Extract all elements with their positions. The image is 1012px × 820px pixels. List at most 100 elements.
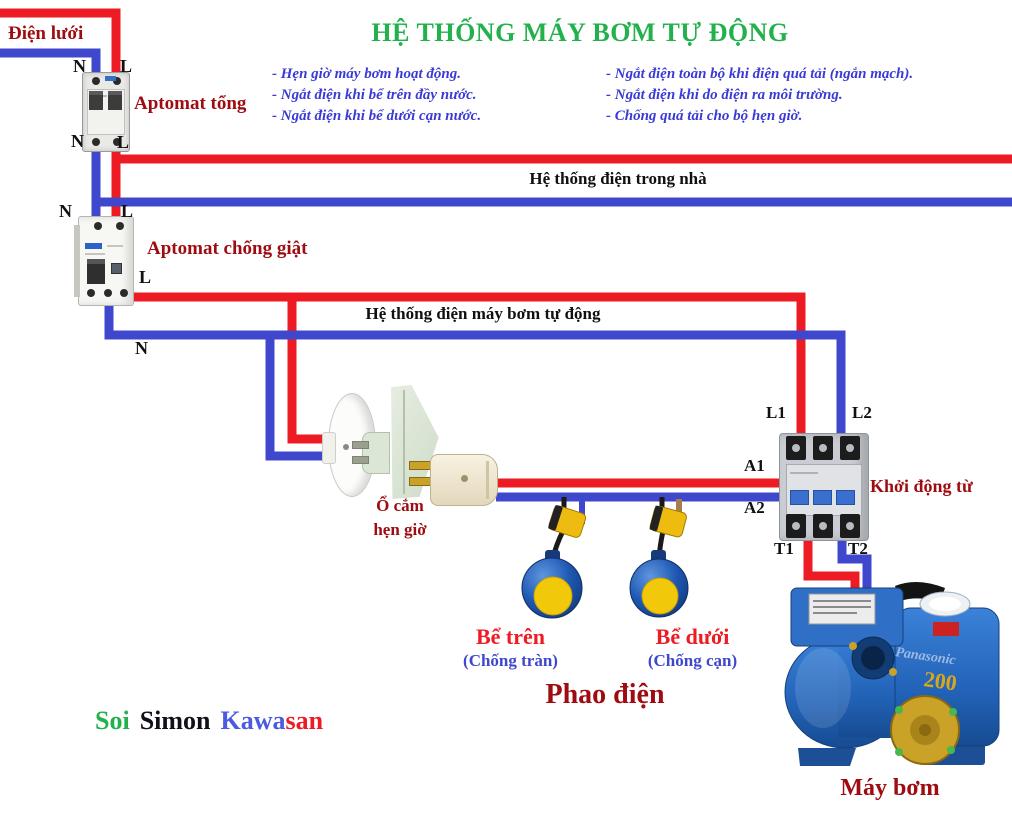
rcd-screw <box>116 222 124 230</box>
rcd-screw <box>120 289 128 297</box>
grid-power-label: Điện lưới <box>8 23 84 44</box>
wire-live-incoming <box>0 8 121 240</box>
rcd-toggle <box>87 259 105 284</box>
house-line-label: Hệ thống điện trong nhà <box>529 169 707 188</box>
contactor-terminal <box>840 436 860 460</box>
lower-tank-label: Bể dưới <box>655 624 730 649</box>
mcb-toggle-left <box>89 91 103 110</box>
contactor-device <box>779 433 869 541</box>
note-left-1: - Hẹn giờ máy bơm hoạt động. <box>272 66 462 82</box>
pump-highlight <box>795 648 851 728</box>
contactor-terminal <box>840 514 860 538</box>
note-left-2: - Ngắt điện khi bể trên đầy nước. <box>272 87 477 103</box>
terminal-t1-label: T1 <box>774 539 794 558</box>
sticker-line <box>813 606 871 608</box>
timer-plug-nose <box>362 432 390 474</box>
rcd-label-line <box>85 253 105 255</box>
rcd-breaker-device <box>74 216 134 306</box>
pump-foot-left <box>798 748 856 766</box>
float-switch-upper <box>521 505 587 619</box>
main-breaker-device <box>82 72 130 152</box>
pump-model-text: 200 <box>922 666 958 695</box>
signature-part-2: Simon <box>139 706 211 735</box>
contactor-button <box>813 490 832 505</box>
contactor-terminal <box>813 514 833 538</box>
rcd-label-line <box>107 245 123 247</box>
wire-neutral-group <box>0 48 1012 610</box>
pump-line-label: Hệ thống điện máy bơm tự động <box>365 304 601 323</box>
wire-neutral-pump-line <box>104 278 846 452</box>
mcb-brand-strip <box>105 76 116 81</box>
mcb-screw <box>113 77 121 85</box>
mcb-screw <box>113 138 121 146</box>
wire-live-timer-branch <box>287 297 336 444</box>
wire-neutral-incoming <box>0 48 101 240</box>
terminal-l-label: L <box>139 267 152 287</box>
rcd-brand-strip <box>85 243 102 249</box>
pump-red-sticker <box>933 622 959 636</box>
mcb-screw <box>92 138 100 146</box>
contactor-label-line <box>790 472 818 474</box>
terminal-a2-label: A2 <box>744 498 765 517</box>
pump-device: Panasonic 200 <box>783 580 1012 770</box>
note-right-2: - Ngắt điện khi do điện ra môi trường. <box>606 87 843 103</box>
mcb-screw <box>92 77 100 85</box>
timer-prong <box>352 456 369 464</box>
note-right-3: - Chống quá tải cho bộ hẹn giờ. <box>606 108 803 124</box>
timer-seam <box>403 389 406 495</box>
contactor-button <box>836 490 855 505</box>
rcd-screw <box>94 222 102 230</box>
note-left-3: - Ngắt điện khi bể dưới cạn nước. <box>272 108 482 124</box>
contactor-terminal <box>786 514 806 538</box>
socket-screw <box>343 444 349 450</box>
pump-flange-screw <box>895 748 903 756</box>
timer-socket-label-2: hẹn giờ <box>373 520 427 539</box>
upper-tank-sub-label: (Chống tràn) <box>463 651 558 670</box>
terminal-l-label: L <box>121 201 134 221</box>
wire-neutral-timer-branch <box>265 335 336 461</box>
float1-reel-band <box>548 505 563 531</box>
float-switch-lower <box>629 505 689 618</box>
socket-wire-lug <box>322 432 336 464</box>
plug-screw <box>461 475 468 482</box>
power-plug-device <box>430 454 498 506</box>
rcd-screw <box>104 289 112 297</box>
plug-groove <box>486 461 489 499</box>
pump-flange-hub <box>919 724 931 736</box>
float2-reel-band <box>649 505 663 532</box>
terminal-l-label: L <box>120 56 133 76</box>
timer-prong <box>352 441 369 449</box>
diagram-title: HỆ THỐNG MÁY BƠM TỰ ĐỘNG <box>371 18 789 47</box>
float-switch-label: Phao điện <box>545 679 665 710</box>
terminal-l1-label: L1 <box>766 403 786 422</box>
upper-tank-label: Bể trên <box>475 624 546 649</box>
pump-port-hole <box>861 646 885 670</box>
rcd-din-rail <box>74 225 80 297</box>
contactor-button <box>790 490 809 505</box>
float2-ball-cap <box>641 577 679 615</box>
pump-graphic: Panasonic 200 <box>784 581 1000 766</box>
rcd-screw <box>87 289 95 297</box>
pump-bolt <box>849 642 857 650</box>
terminal-n-label: N <box>73 56 86 76</box>
lower-tank-sub-label: (Chống cạn) <box>647 651 738 670</box>
signature-part-3: Kawa <box>220 706 286 735</box>
contactor-terminal <box>813 436 833 460</box>
pump-filler-cap-inner <box>929 597 961 611</box>
rcd-breaker-label: Aptomat chống giật <box>147 238 308 259</box>
pump-flange-screw <box>895 706 903 714</box>
mcb-toggle-right <box>108 91 122 110</box>
note-right-1: - Ngắt điện toàn bộ khi điện quá tải (ng… <box>606 66 914 82</box>
pump-flange-screw <box>947 746 955 754</box>
contactor-label: Khởi động từ <box>870 476 973 496</box>
terminal-n-label: N <box>135 338 148 358</box>
terminal-t2-label: T2 <box>848 539 868 558</box>
wire-neutral-t2-pump <box>837 528 872 610</box>
terminal-l-label: L <box>117 132 130 152</box>
terminal-l2-label: L2 <box>852 403 872 422</box>
timer-socket-label-1: Ổ cắm <box>376 496 424 515</box>
pump-label-sticker <box>808 593 876 625</box>
main-breaker-label: Aptomat tổng <box>134 93 247 114</box>
